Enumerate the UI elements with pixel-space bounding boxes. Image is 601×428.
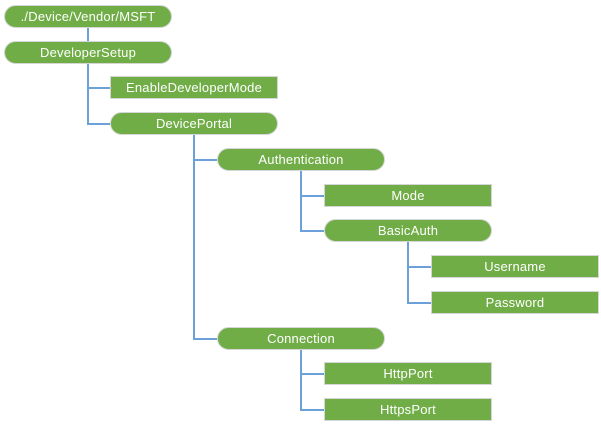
tree-node-username: Username (431, 255, 599, 278)
tree-connector-line (300, 230, 324, 232)
tree-node-password: Password (431, 291, 599, 314)
tree-connector-line (407, 266, 431, 268)
tree-connector-line (300, 195, 324, 197)
tree-connector-line (87, 87, 110, 89)
tree-connector-line (193, 338, 217, 340)
tree-node-enable-developer-mode: EnableDeveloperMode (110, 76, 278, 99)
tree-connector-line (87, 28, 89, 41)
tree-node-https-port: HttpsPort (324, 398, 492, 421)
tree-node-device-portal: DevicePortal (110, 112, 278, 135)
tree-connector-line (407, 302, 431, 304)
tree-node-basic-auth: BasicAuth (324, 219, 492, 242)
tree-node-connection: Connection (217, 327, 385, 350)
tree-connector-line (193, 135, 195, 340)
tree-node-authentication: Authentication (217, 148, 385, 171)
tree-node-root: ./Device/Vendor/MSFT (4, 5, 172, 28)
tree-connector-line (300, 171, 302, 232)
tree-connector-line (87, 64, 89, 125)
tree-connector-line (87, 123, 110, 125)
tree-connector-line (300, 350, 302, 411)
tree-connector-line (193, 159, 217, 161)
tree-node-http-port: HttpPort (324, 362, 492, 385)
tree-connector-line (300, 373, 324, 375)
tree-node-developer-setup: DeveloperSetup (4, 41, 172, 64)
tree-connector-line (407, 242, 409, 304)
tree-connector-line (300, 409, 324, 411)
tree-node-mode: Mode (324, 184, 492, 207)
